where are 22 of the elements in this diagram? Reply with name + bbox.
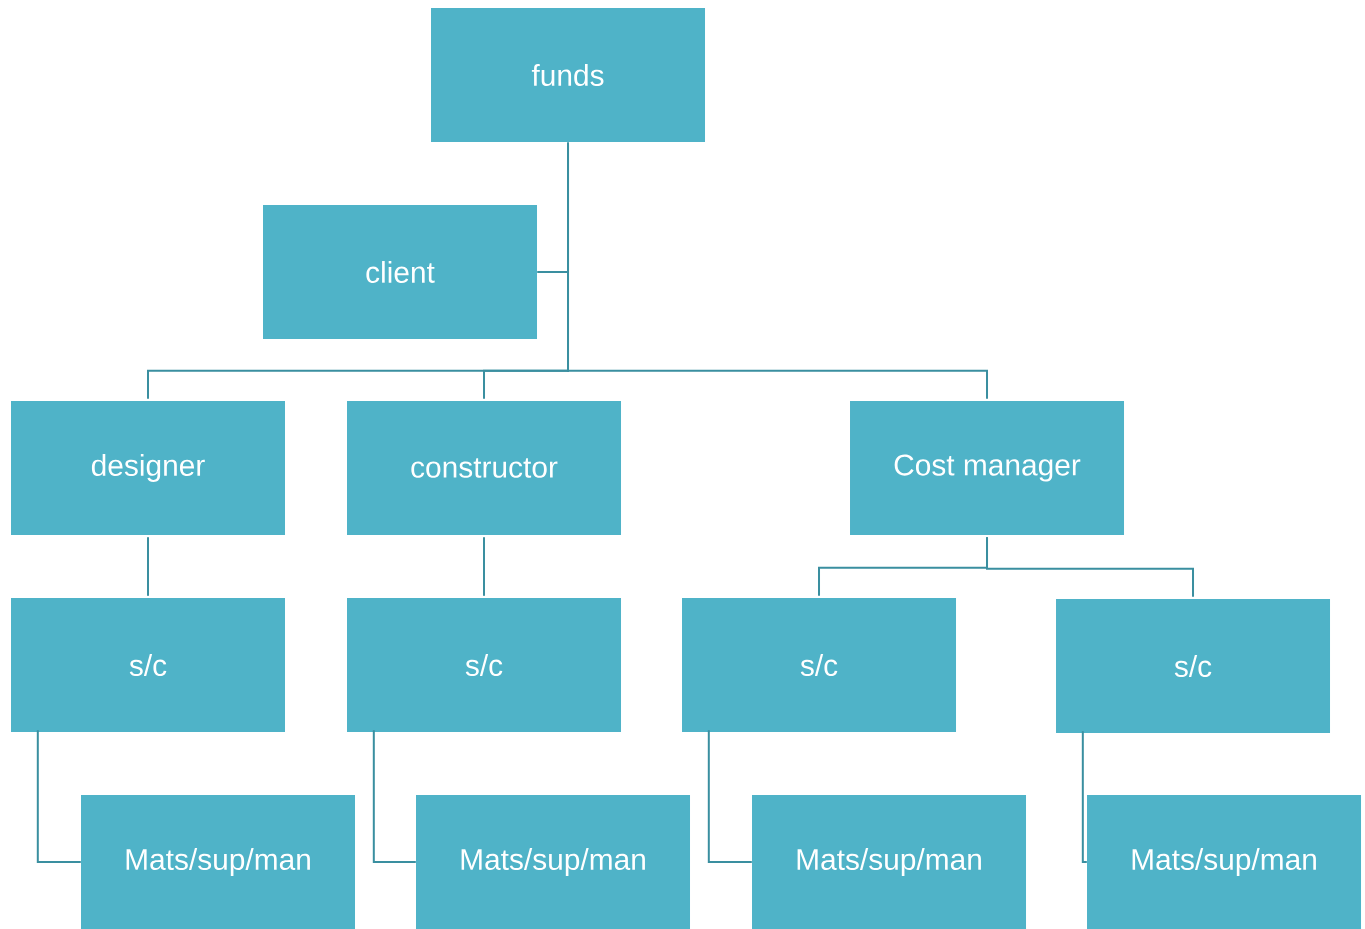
connector-line [483,536,485,597]
connector-line [1081,730,1088,863]
org-box: Mats/sup/man [752,795,1026,929]
org-box: Mats/sup/man [81,795,355,929]
connector-line [372,729,417,863]
org-box: funds [431,8,705,142]
org-box: client [263,205,537,339]
connector-line [567,143,988,400]
org-box: Mats/sup/man [416,795,690,929]
connector-line [707,729,753,863]
connector-line [36,729,82,863]
org-box: Cost manager [850,401,1124,535]
connector-line [986,536,1194,598]
org-box: s/c [11,598,285,732]
connector-line [147,536,149,597]
org-box: s/c [682,598,956,732]
org-box: s/c [347,598,621,732]
org-box: s/c [1056,599,1330,733]
org-box: Mats/sup/man [1087,795,1361,929]
org-box: constructor [347,401,621,535]
connector-line [536,141,569,273]
org-box: designer [11,401,285,535]
